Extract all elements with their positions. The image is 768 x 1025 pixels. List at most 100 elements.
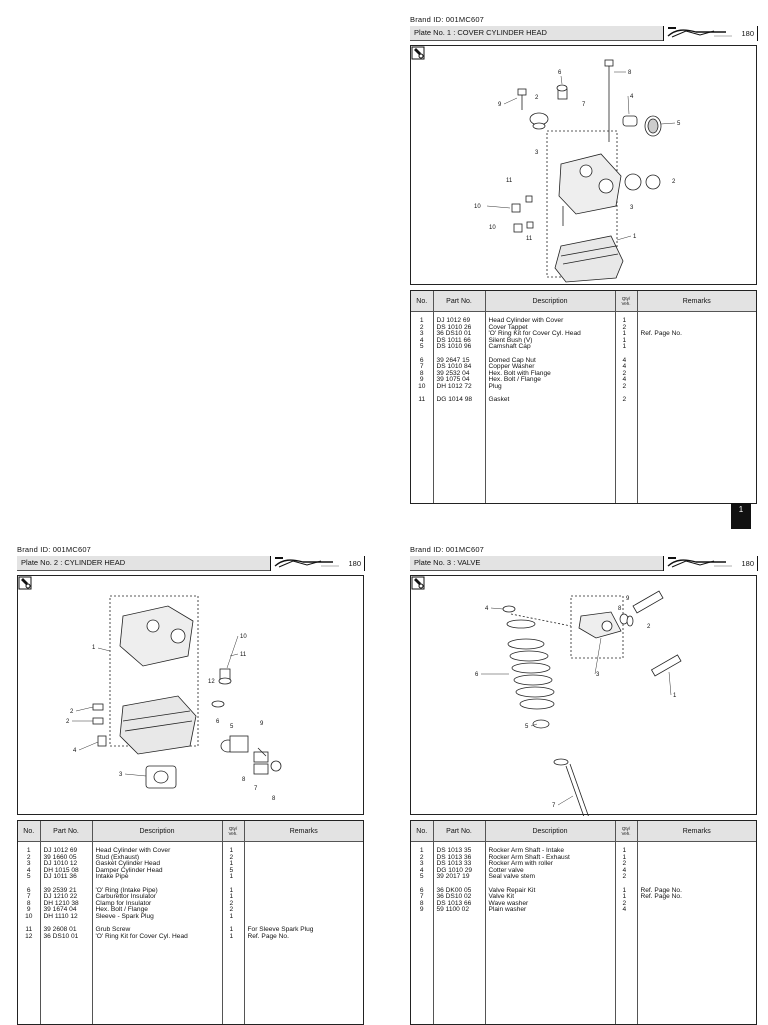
table-cell: 4 [622,356,627,364]
table-cell: 2 [622,369,627,377]
table-cell: 2 [622,899,627,907]
callout-label: 3 [535,150,539,156]
table-cell: Rocker Arm Shaft - Exhaust [488,853,570,861]
callout-label: 2 [672,179,676,185]
table-cell: 6 [419,356,424,364]
table-cell: DS 1013 35 [436,847,472,854]
page-reference: 180 [348,559,361,568]
callout-label: 1 [673,693,677,699]
table-cell: 8 [419,899,424,907]
plate-1: Brand ID: 001MC607 Plate No. 1 : COVER C… [410,15,760,505]
table-cell: 2 [229,899,234,907]
table-cell: Valve Repair Kit [488,886,536,894]
table-cell: DG 1014 98 [436,396,473,404]
table-cell: 4 [622,906,627,914]
table-cell: 4 [622,866,627,874]
table-cell: Plug [488,382,502,390]
table-cell: 36 DK00 05 [436,886,472,894]
callout-label: 2 [647,624,651,630]
table-cell [641,377,757,384]
table-cell [248,888,364,895]
brand-id: Brand ID: 001MC607 [410,545,485,554]
parts-table: No. Part No. Description Qty/ Veh. Remar… [410,290,757,504]
header-no: No. [18,821,41,842]
table-cell: 'O' Ring Kit for Cover Cyl. Head [488,330,581,338]
table-cell: Hex. Bolt / Flange [95,906,148,914]
table-cell [641,364,757,371]
table-cell: 1 [419,317,424,324]
table-cell: Sleeve - Spark Plug [95,912,154,920]
table-cell: 39 1674 04 [43,906,77,914]
table-cell [248,874,364,881]
table-header-row: No. Part No. Description Qty/ Veh. Remar… [18,821,363,842]
table-cell: DS 1010 84 [436,363,472,371]
callout-label: 9 [498,102,502,108]
table-header-row: No. Part No. Description Qty/ Veh. Remar… [411,821,756,842]
exploded-diagram: 10 11 1 12 2 2 4 6 5 9 3 8 7 8 [17,575,364,815]
table-cell: 39 2539 21 [43,886,77,894]
callout-label: 1 [92,645,96,651]
table-cell: DG 1010 29 [436,866,473,874]
pulsar-logo: 180 [270,556,365,571]
table-cell: 7 [419,893,424,901]
header-part-no: Part No. [433,291,486,312]
table-cell: 2 [229,853,234,861]
table-cell: 1 [229,847,234,854]
table-cell: Domed Cap Nut [488,356,536,364]
callout-label: 6 [216,719,220,725]
table-cell: DS 1010 96 [436,343,472,351]
callout-label: 3 [596,672,600,678]
page-reference: 180 [741,559,754,568]
table-cell: 2 [622,873,627,881]
callout-label: 8 [242,777,246,783]
table-cell: Hex. Bolt / Flange [488,376,541,384]
callout-label: 2 [70,709,74,715]
column-remarks: Ref. Page No. [637,312,756,504]
exploded-diagram: 6 8 9 2 7 4 5 3 11 10 10 2 3 11 1 [410,45,757,285]
brand-id: Brand ID: 001MC607 [410,15,485,24]
header-remarks: Remarks [244,821,363,842]
table-cell: 5 [419,343,424,351]
header-part-no: Part No. [40,821,93,842]
table-cell: 2 [26,853,31,861]
table-cell: Camshaft Cap [488,343,531,351]
table-cell: DJ 1010 12 [43,860,78,868]
table-cell: DH 1012 72 [436,382,472,390]
table-cell [641,874,757,881]
row-spacer [641,391,757,398]
table-cell [248,848,364,855]
callout-label: 5 [525,724,529,730]
table-cell: DS 1010 26 [436,323,472,331]
table-cell [248,914,364,921]
callout-label: 12 [208,679,215,685]
table-cell: Rocker Arm Shaft - Intake [488,847,565,854]
table-cell [641,344,757,351]
table-cell: 39 1075 04 [436,376,470,384]
row-spacer [248,881,364,888]
page-number-tab: 1 [731,503,751,529]
callout-label: 9 [626,596,630,602]
brand-id: Brand ID: 001MC607 [17,545,92,554]
table-cell: 4 [26,866,31,874]
table-cell: Plain washer [488,906,527,914]
table-cell: 9 [419,906,424,914]
callout-label: 9 [260,721,264,727]
table-cell: 5 [26,873,31,881]
pulsar-logo-icon [274,557,339,568]
pulsar-logo: 180 [663,26,758,41]
table-cell: 36 DS10 02 [436,893,472,901]
table-cell: Ref. Page No. [640,893,682,901]
table-cell: 3 [419,330,424,338]
table-cell [641,861,757,868]
table-cell: 1 [229,932,234,940]
table-cell: Intake Pipe [95,873,129,881]
table-cell: Cotter valve [488,866,524,874]
table-cell [641,397,757,404]
